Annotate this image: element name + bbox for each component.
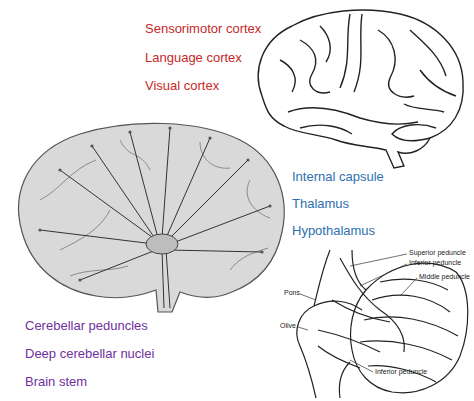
- region-label: Brain stem: [25, 375, 87, 390]
- part-label: Pons: [284, 289, 300, 297]
- part-label: Middle peduncle: [419, 273, 470, 281]
- leader-lines: [298, 254, 417, 372]
- region-label: Visual cortex: [145, 79, 219, 94]
- region-label: Sensorimotor cortex: [145, 22, 261, 37]
- region-label: Hypothalamus: [292, 224, 375, 239]
- part-label: Olive: [280, 322, 296, 330]
- region-label: Language cortex: [145, 51, 242, 66]
- region-label: Internal capsule: [292, 170, 384, 185]
- lateral-brain: [258, 10, 463, 168]
- brainstem-cerebellum: [297, 250, 468, 398]
- part-label: Superior peduncle: [409, 249, 466, 257]
- region-label: Cerebellar peduncles: [25, 319, 148, 334]
- region-label: Thalamus: [292, 197, 349, 212]
- part-label: Inferior peduncle: [409, 259, 461, 267]
- part-label: Inferior peduncle: [375, 368, 427, 376]
- region-label: Deep cerebellar nuclei: [25, 347, 154, 362]
- medial-brain: [19, 123, 285, 312]
